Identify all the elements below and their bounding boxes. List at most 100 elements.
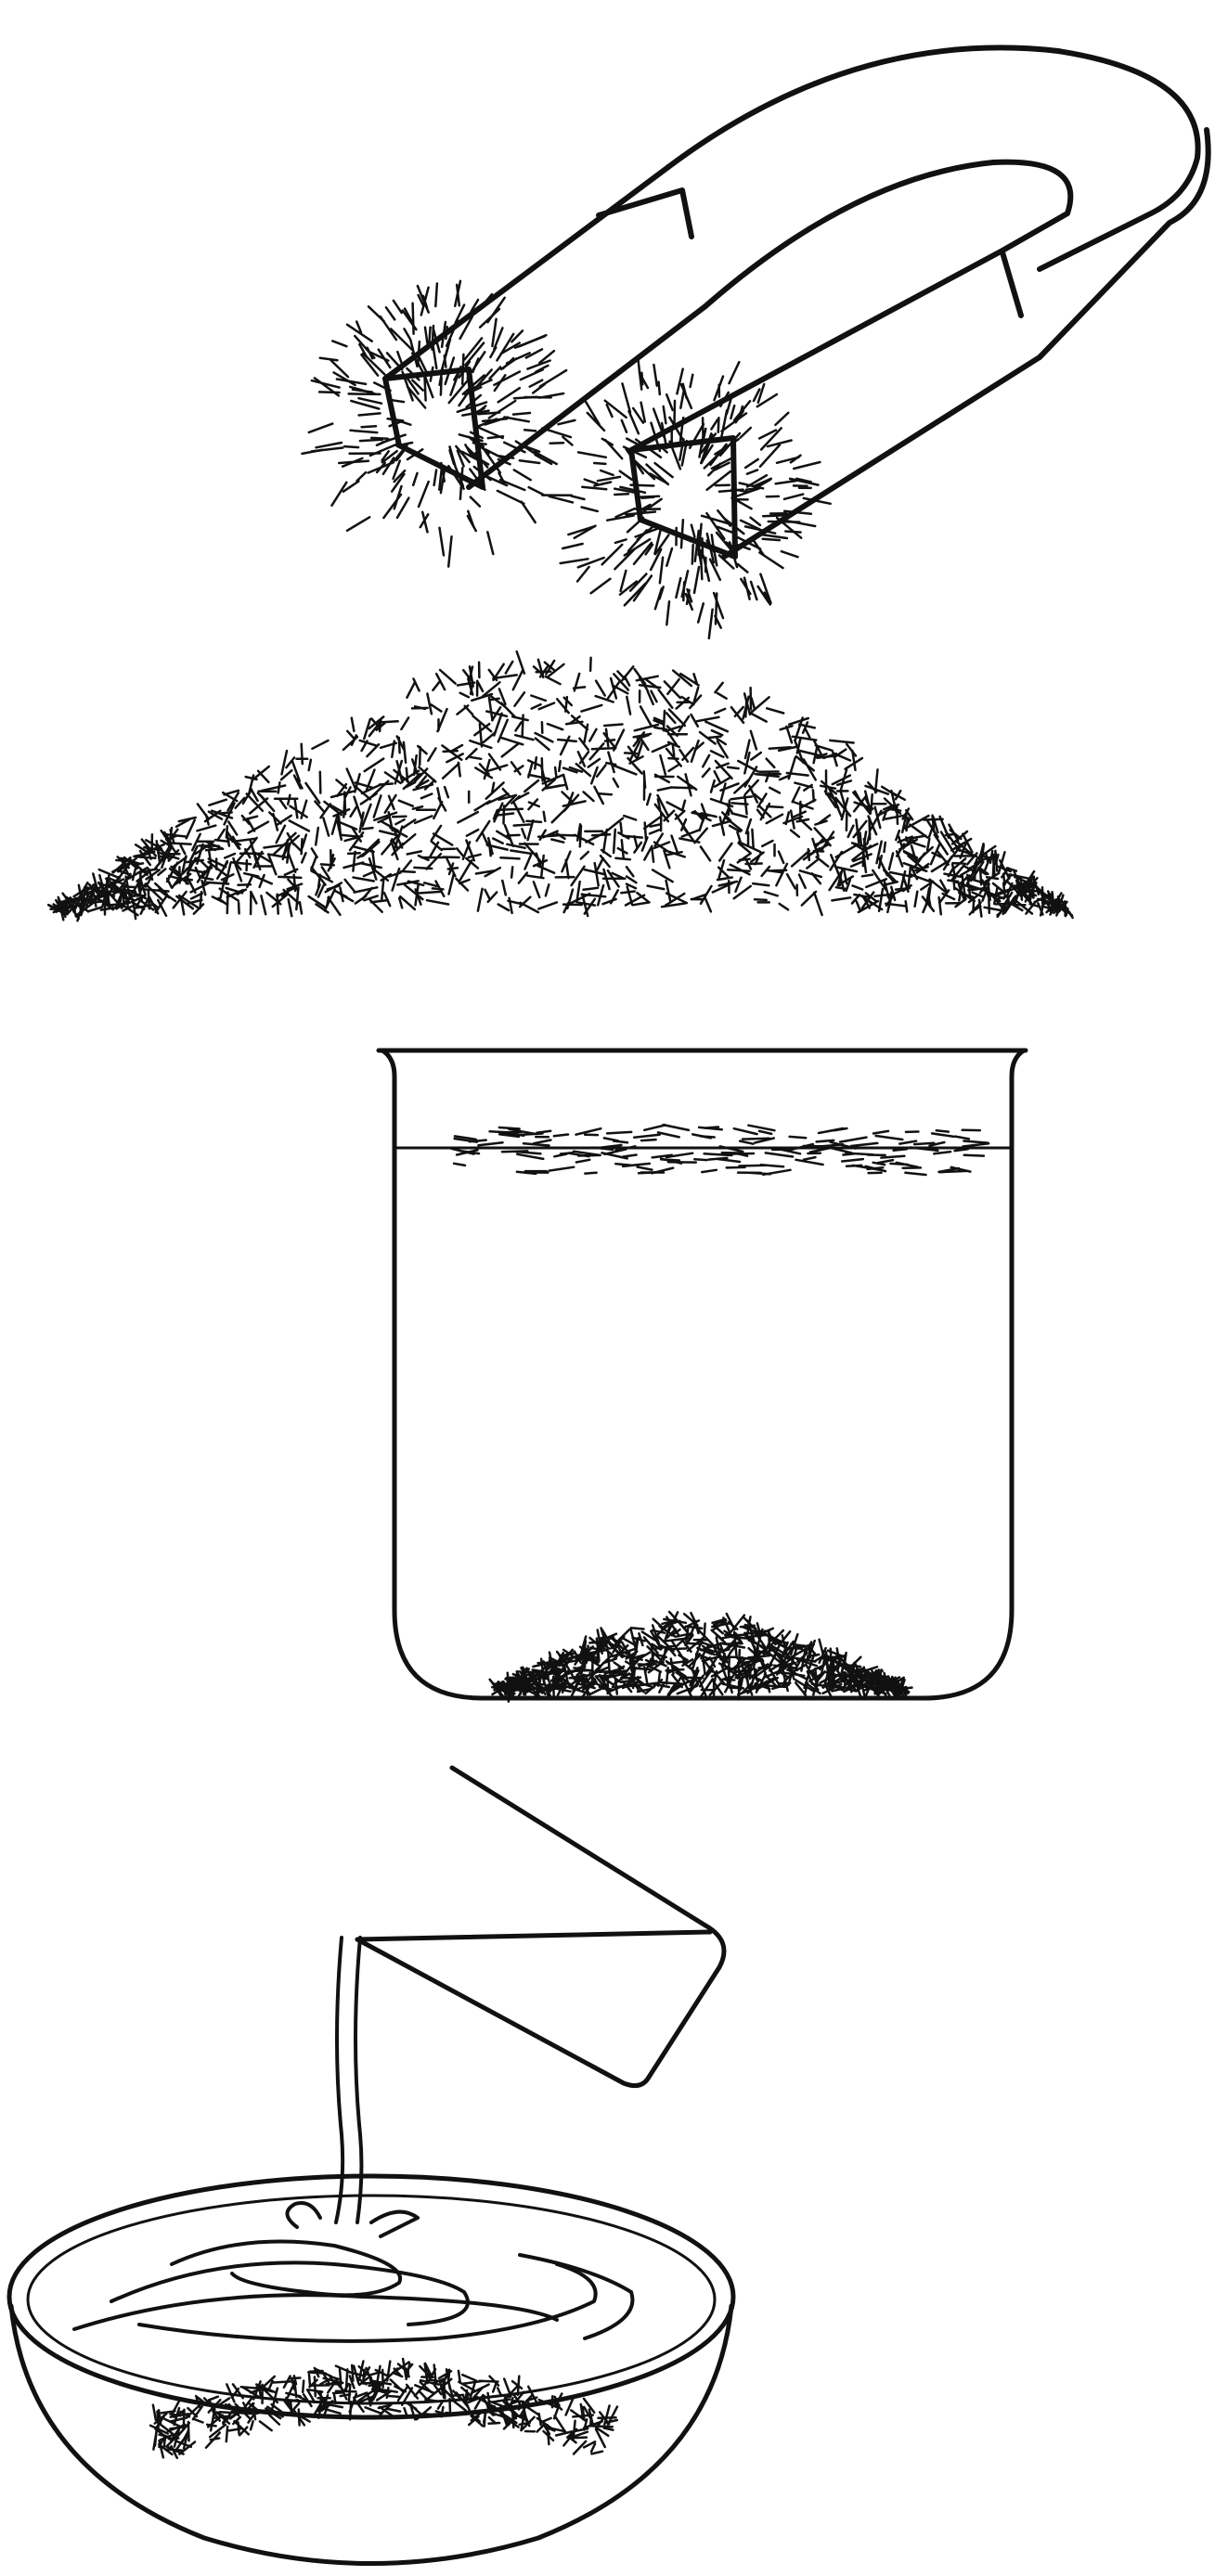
filing-particle bbox=[362, 426, 376, 427]
filing-particle bbox=[443, 764, 459, 779]
filing-particle bbox=[566, 860, 569, 878]
filing-particle bbox=[790, 1137, 807, 1138]
filing-particle bbox=[303, 2381, 304, 2392]
filing-particle bbox=[729, 1658, 730, 1673]
filing-particle bbox=[698, 546, 701, 563]
filing-particle bbox=[835, 867, 857, 871]
filing-particle bbox=[88, 908, 102, 912]
filing-particle bbox=[631, 1628, 644, 1629]
filing-particle bbox=[424, 375, 425, 401]
filing-particle bbox=[405, 328, 410, 339]
filing-particle bbox=[664, 711, 665, 730]
filing-particle bbox=[859, 901, 878, 912]
filing-particle bbox=[470, 1140, 486, 1142]
filing-particle bbox=[528, 2387, 537, 2404]
filing-particle bbox=[482, 832, 488, 845]
filing-particle bbox=[346, 2369, 347, 2389]
filing-particle bbox=[524, 430, 536, 431]
filing-particle bbox=[397, 352, 402, 364]
filing-particle bbox=[440, 528, 445, 556]
filing-particle bbox=[597, 858, 602, 870]
filing-particle bbox=[549, 496, 573, 503]
filing-particle bbox=[479, 1142, 503, 1145]
filing-particle bbox=[529, 775, 549, 779]
filing-particle bbox=[782, 551, 798, 557]
magnet-left-pole-face bbox=[385, 369, 483, 487]
filing-particle bbox=[847, 744, 856, 756]
filing-particle bbox=[519, 873, 527, 883]
filing-particle bbox=[514, 825, 530, 826]
filing-particle bbox=[963, 1141, 988, 1143]
filing-particle bbox=[645, 823, 646, 841]
filing-particle bbox=[738, 564, 748, 573]
filing-particle bbox=[306, 783, 320, 803]
filing-particle bbox=[555, 767, 556, 777]
filing-particle bbox=[419, 482, 429, 507]
filing-particle bbox=[403, 860, 411, 870]
filing-particle bbox=[937, 1130, 949, 1131]
filing-particle bbox=[332, 483, 347, 506]
filing-particle bbox=[666, 881, 671, 902]
filing-particle bbox=[584, 792, 594, 801]
filing-particle bbox=[302, 744, 303, 764]
filing-particle bbox=[752, 830, 753, 848]
filing-particle bbox=[444, 857, 459, 858]
filing-particle bbox=[360, 440, 382, 441]
filing-particle bbox=[289, 853, 296, 872]
filing-particle bbox=[345, 880, 355, 892]
filing-particle bbox=[397, 498, 408, 518]
filing-particle bbox=[634, 576, 652, 601]
filing-particle bbox=[832, 897, 850, 900]
filing-particle bbox=[448, 868, 458, 869]
filing-particle bbox=[498, 905, 509, 911]
filing-particle bbox=[332, 341, 346, 346]
filing-particle bbox=[268, 855, 276, 875]
filing-particle bbox=[627, 877, 636, 883]
filing-particle bbox=[814, 747, 818, 763]
magnet-left-arm-top bbox=[385, 167, 668, 379]
filing-particle bbox=[371, 900, 388, 902]
liquid-stream-left bbox=[336, 1938, 343, 2222]
filing-particle bbox=[730, 406, 734, 419]
filing-particle bbox=[521, 369, 543, 380]
filing-particle bbox=[836, 845, 858, 857]
filing-particle bbox=[797, 819, 808, 821]
filing-particle bbox=[413, 473, 417, 485]
filing-particle bbox=[312, 848, 317, 857]
filing-particle bbox=[876, 1136, 903, 1140]
filing-particle bbox=[209, 852, 212, 869]
filing-particle bbox=[200, 860, 209, 868]
filing-particle bbox=[840, 1138, 866, 1142]
filing-particle bbox=[651, 824, 661, 826]
filing-particle bbox=[387, 2388, 389, 2398]
filing-particle bbox=[260, 2421, 272, 2430]
filing-particle bbox=[692, 525, 695, 537]
filing-particle bbox=[582, 487, 606, 489]
filing-particle bbox=[500, 857, 519, 858]
filing-particle bbox=[705, 1127, 718, 1128]
filing-particle bbox=[614, 1141, 627, 1143]
filing-particle bbox=[767, 806, 782, 807]
filing-particle bbox=[627, 867, 633, 876]
filing-particle bbox=[625, 676, 629, 686]
filing-particle bbox=[460, 693, 469, 697]
filing-particle bbox=[769, 788, 780, 793]
filing-particle bbox=[445, 787, 448, 797]
filing-particle bbox=[759, 553, 782, 569]
filing-particle bbox=[751, 753, 761, 760]
filing-particle bbox=[454, 1164, 465, 1166]
filing-particle bbox=[731, 803, 747, 804]
filing-particle bbox=[374, 795, 381, 817]
filing-particle bbox=[594, 787, 602, 804]
filing-particle bbox=[352, 718, 355, 731]
filing-particle bbox=[169, 2439, 179, 2440]
filing-particle bbox=[669, 765, 679, 771]
filing-particle bbox=[615, 539, 627, 543]
filing-particle bbox=[542, 428, 571, 437]
filing-particle bbox=[653, 365, 656, 386]
filing-particle bbox=[427, 900, 448, 904]
filing-particle bbox=[279, 799, 286, 808]
filing-particle bbox=[780, 904, 788, 909]
filing-particle bbox=[743, 1139, 769, 1140]
filing-particle bbox=[789, 757, 795, 779]
